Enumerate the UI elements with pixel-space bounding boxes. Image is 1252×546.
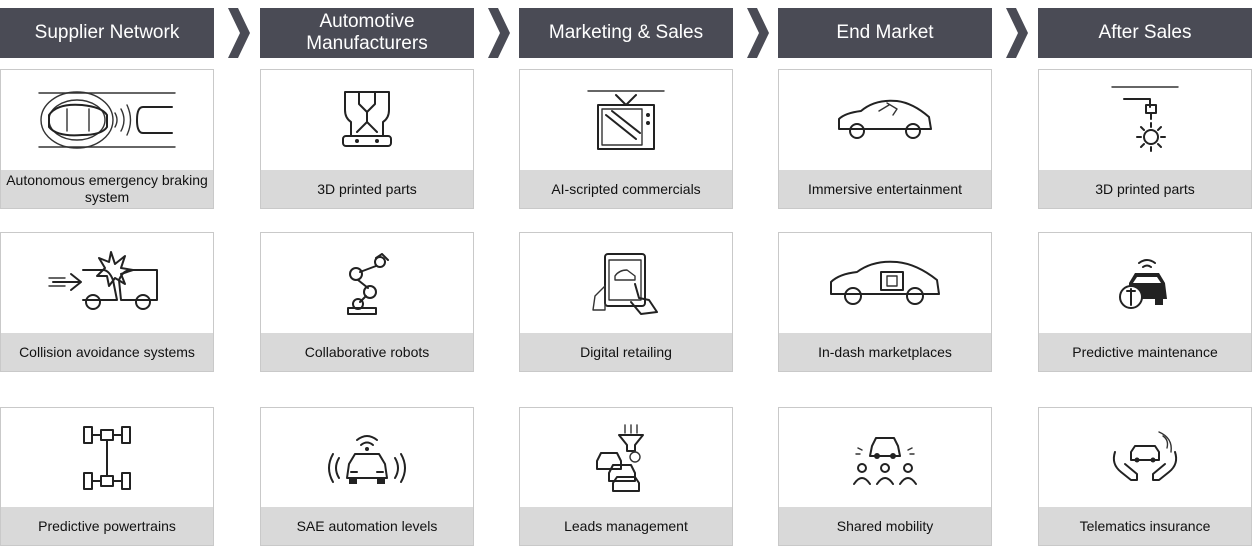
item-label: Leads management: [520, 507, 732, 545]
column-supplier-network: Supplier Network Autonomous emergency br…: [0, 0, 214, 546]
item-card: In-dash marketplaces: [778, 232, 992, 372]
column-marketing-sales: Marketing & Sales AI-scripted commercial…: [519, 0, 733, 546]
column-after-sales: After Sales 3D printed parts: [1038, 0, 1252, 546]
item-card: Collision avoidance systems: [0, 232, 214, 372]
chevron-right-icon: [747, 8, 769, 58]
car-passenger-icon: [779, 70, 991, 170]
item-label: Shared mobility: [779, 507, 991, 545]
item-label: Predictive powertrains: [1, 507, 213, 545]
column-header: After Sales: [1038, 8, 1252, 58]
chevron-right-icon: [1006, 8, 1028, 58]
connected-car-icon: [261, 408, 473, 508]
item-card: SAE automation levels: [260, 407, 474, 546]
item-label: Digital retailing: [520, 333, 732, 371]
item-card: Immersive entertainment: [778, 69, 992, 209]
drivetrain-icon: [1, 408, 213, 508]
item-card: Leads management: [519, 407, 733, 546]
robot-arm-icon: [261, 233, 473, 333]
tv-icon: [520, 70, 732, 170]
item-card: Shared mobility: [778, 407, 992, 546]
car-wrench-icon: [1039, 233, 1251, 333]
hands-car-icon: [1039, 408, 1251, 508]
item-card: Collaborative robots: [260, 232, 474, 372]
item-label: Autonomous emergency braking system: [1, 170, 213, 208]
item-card: 3D printed parts: [1038, 69, 1252, 209]
tablet-hand-icon: [520, 233, 732, 333]
item-label: 3D printed parts: [1039, 170, 1251, 208]
car-funnel-icon: [520, 408, 732, 508]
item-label: AI-scripted commercials: [520, 170, 732, 208]
radar-car-icon: [1, 70, 213, 170]
car-collision-icon: [1, 233, 213, 333]
item-card: AI-scripted commercials: [519, 69, 733, 209]
item-label: Collaborative robots: [261, 333, 473, 371]
item-card: Autonomous emergency braking system: [0, 69, 214, 209]
printer-gear-icon: [1039, 70, 1251, 170]
chevron-right-icon: [488, 8, 510, 58]
column-header: Automotive Manufacturers: [260, 8, 474, 58]
column-header: End Market: [778, 8, 992, 58]
item-label: 3D printed parts: [261, 170, 473, 208]
item-card: 3D printed parts: [260, 69, 474, 209]
car-dashboard-icon: [779, 233, 991, 333]
item-label: Telematics insurance: [1039, 507, 1251, 545]
column-automotive-manufacturers: Automotive Manufacturers 3D printed part…: [260, 0, 474, 546]
item-label: In-dash marketplaces: [779, 333, 991, 371]
item-label: SAE automation levels: [261, 507, 473, 545]
3d-printer-icon: [261, 70, 473, 170]
item-label: Predictive maintenance: [1039, 333, 1251, 371]
item-card: Predictive powertrains: [0, 407, 214, 546]
column-end-market: End Market Immersive entertainment In-da…: [778, 0, 992, 546]
item-label: Immersive entertainment: [779, 170, 991, 208]
item-card: Predictive maintenance: [1038, 232, 1252, 372]
column-header: Marketing & Sales: [519, 8, 733, 58]
item-card: Telematics insurance: [1038, 407, 1252, 546]
item-label: Collision avoidance systems: [1, 333, 213, 371]
chevron-right-icon: [228, 8, 250, 58]
item-card: Digital retailing: [519, 232, 733, 372]
column-header: Supplier Network: [0, 8, 214, 58]
car-people-icon: [779, 408, 991, 508]
